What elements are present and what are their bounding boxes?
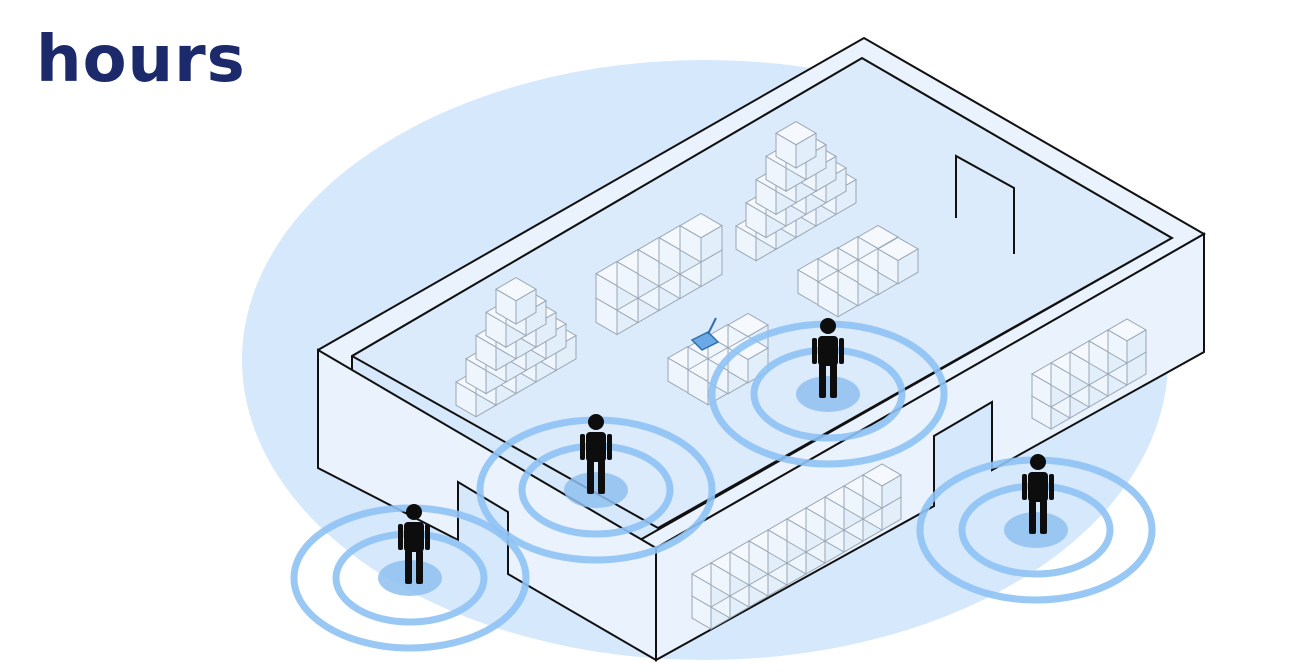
signal-core <box>796 376 860 412</box>
person-icon <box>580 414 612 494</box>
person-icon <box>812 318 844 398</box>
box <box>775 121 817 169</box>
people <box>398 318 1054 584</box>
signal-core <box>564 472 628 508</box>
logo-text: hours <box>36 23 246 97</box>
box <box>862 463 902 509</box>
person-icon <box>398 504 430 584</box>
box <box>877 236 919 285</box>
box <box>495 277 537 325</box>
wifi-router-icon <box>690 317 720 351</box>
person-icon <box>1022 454 1054 534</box>
box <box>679 212 723 264</box>
box <box>1107 318 1147 364</box>
box-stacks <box>455 121 1147 630</box>
back-doorway <box>955 154 1015 254</box>
logo: hours <box>36 28 246 92</box>
